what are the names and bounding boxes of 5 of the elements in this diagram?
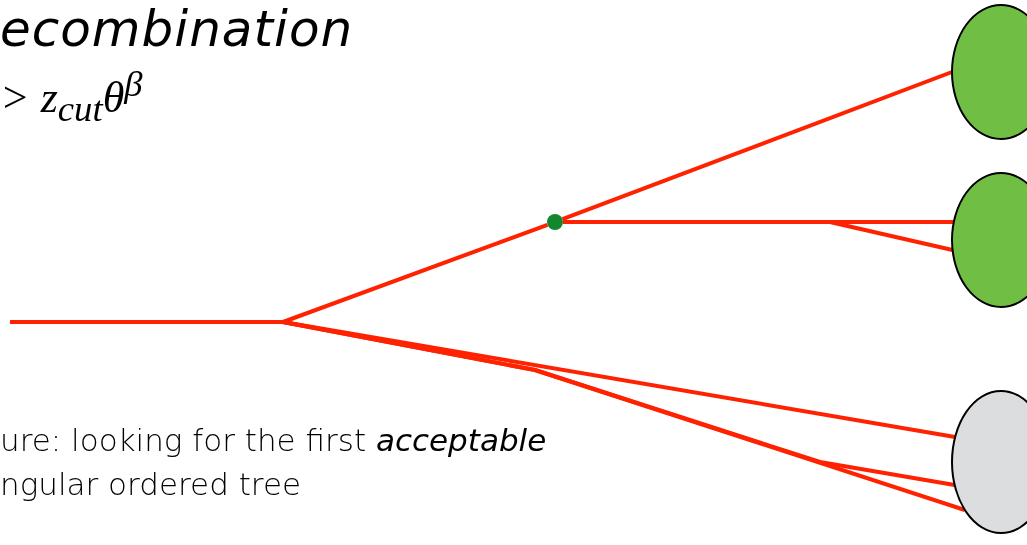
branch-line <box>561 70 953 222</box>
note-text: ure: looking for the first acceptable ngular ordered tree <box>0 421 548 504</box>
formula-text: > z$_{cut}$θ$^{β}$ <box>0 62 143 131</box>
branch-dot <box>547 214 563 230</box>
heading-text: ecombination <box>0 0 354 58</box>
